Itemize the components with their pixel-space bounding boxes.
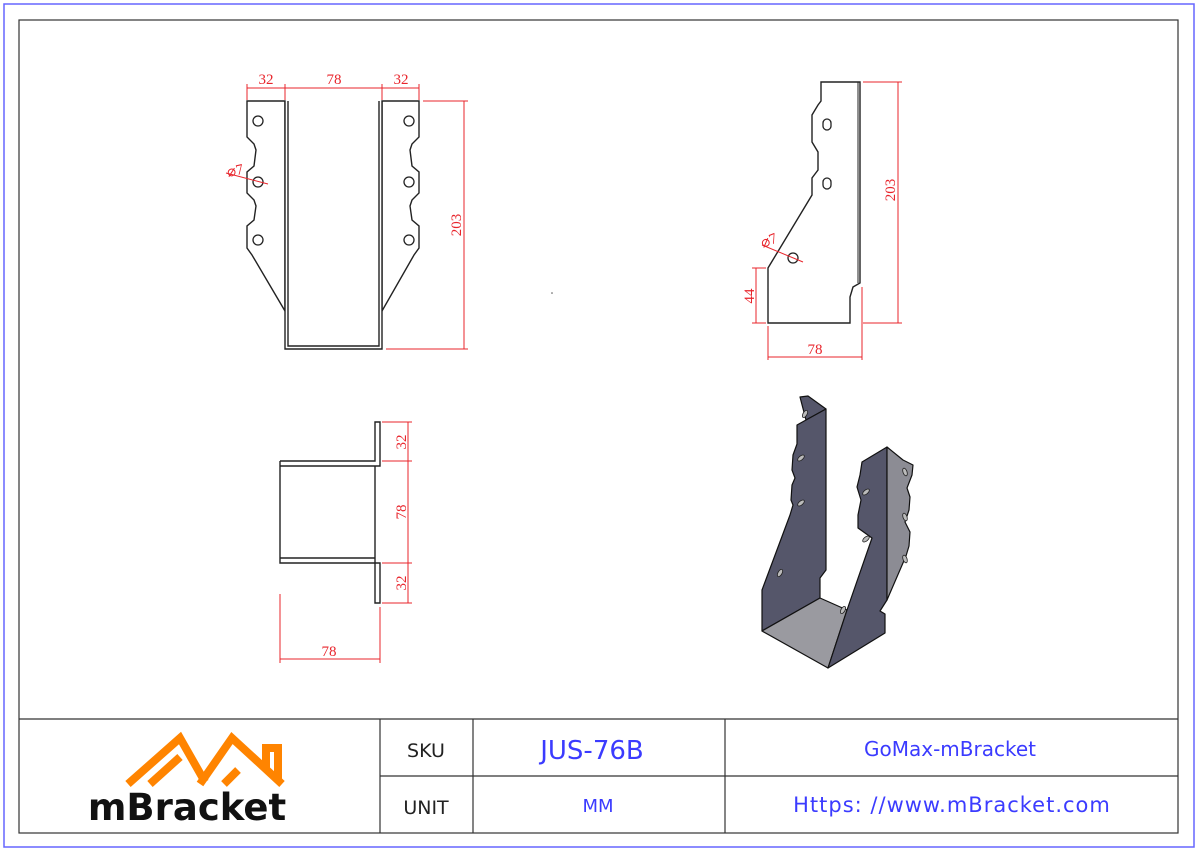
sku-value: JUS-76B [538,736,644,766]
dim-right-flange: 32 [394,72,409,88]
sku-label: SKU [407,740,445,762]
iso-holes [776,409,908,615]
sheet-border [3,3,1195,848]
front-view-u-channel [284,101,383,350]
website-url: Https: //www.mBracket.com [793,793,1111,817]
iso-right-side [827,446,888,669]
title-block: mBracket SKU UNIT JUS-76B MM GoMax-mBrac… [19,718,1178,833]
side-dim-hole: ⌀7 [759,230,781,251]
logo-roof-icon [125,731,285,787]
top-dim-flange-bottom: 32 [394,576,410,591]
dim-left-flange: 32 [259,72,274,88]
front-view-outline-right [381,100,420,314]
front-view-outline [246,100,286,314]
side-view-holes [787,118,832,264]
unit-label: UNIT [403,797,449,819]
unit-value: MM [582,796,613,817]
side-dim-depth: 78 [808,342,823,358]
front-view: 32 78 32 203 ⌀7 [225,72,468,350]
front-view-dimensions [225,84,468,350]
drawing-frame [18,19,1179,834]
dim-hole: ⌀7 [226,162,246,181]
mbracket-logo: mBracket [88,731,286,829]
side-view-outline [767,81,861,324]
side-view-dimensions [752,81,902,360]
side-view: 203 44 78 ⌀7 [742,81,902,360]
top-view-dimensions [279,421,412,663]
logo-text: mBracket [88,786,286,829]
top-view-outline [279,421,381,604]
side-dim-bottom: 44 [742,288,758,304]
iso-right-flange [886,446,914,601]
top-view: 32 78 32 78 [279,421,412,663]
dim-height: 203 [449,214,465,237]
top-dim-depth: 78 [322,644,337,660]
side-dim-height: 203 [883,179,899,202]
top-dim-width: 78 [394,505,410,520]
top-dim-flange-top: 32 [394,435,410,450]
iso-left-side [761,408,827,632]
company-name: GoMax-mBracket [864,737,1036,761]
dim-width: 78 [327,72,342,88]
isometric-view [761,395,914,669]
stray-point [551,292,553,294]
front-view-holes [252,115,415,246]
